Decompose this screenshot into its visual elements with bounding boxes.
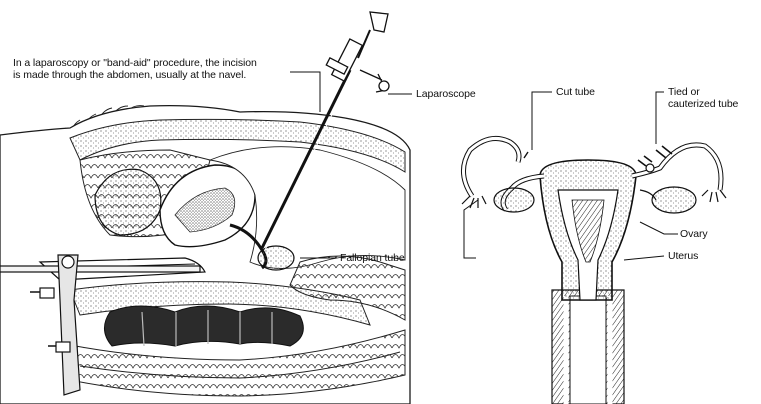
label-cut-tube: Cut tube [556, 86, 595, 98]
label-uterus: Uterus [668, 250, 698, 262]
label-fallopian-tube: Fallopian tube [340, 252, 405, 264]
ovary-left [258, 246, 294, 270]
colon-segments [104, 306, 303, 346]
label-tied-line-1: Tied or [668, 86, 700, 98]
uterus-frontal [462, 138, 726, 404]
label-ovary: Ovary [680, 228, 708, 240]
label-laparoscope: Laparoscope [416, 88, 476, 100]
ovary-right-diagram-left [494, 188, 534, 212]
label-tied-line-2: cauterized tube [668, 98, 761, 110]
ovary-right [652, 187, 696, 213]
fimbriae-left [462, 196, 486, 208]
caption-line-1: In a laparoscopy or "band-aid" procedure… [13, 57, 257, 69]
caption-line-2: is made through the abdomen, usually at … [13, 69, 246, 81]
